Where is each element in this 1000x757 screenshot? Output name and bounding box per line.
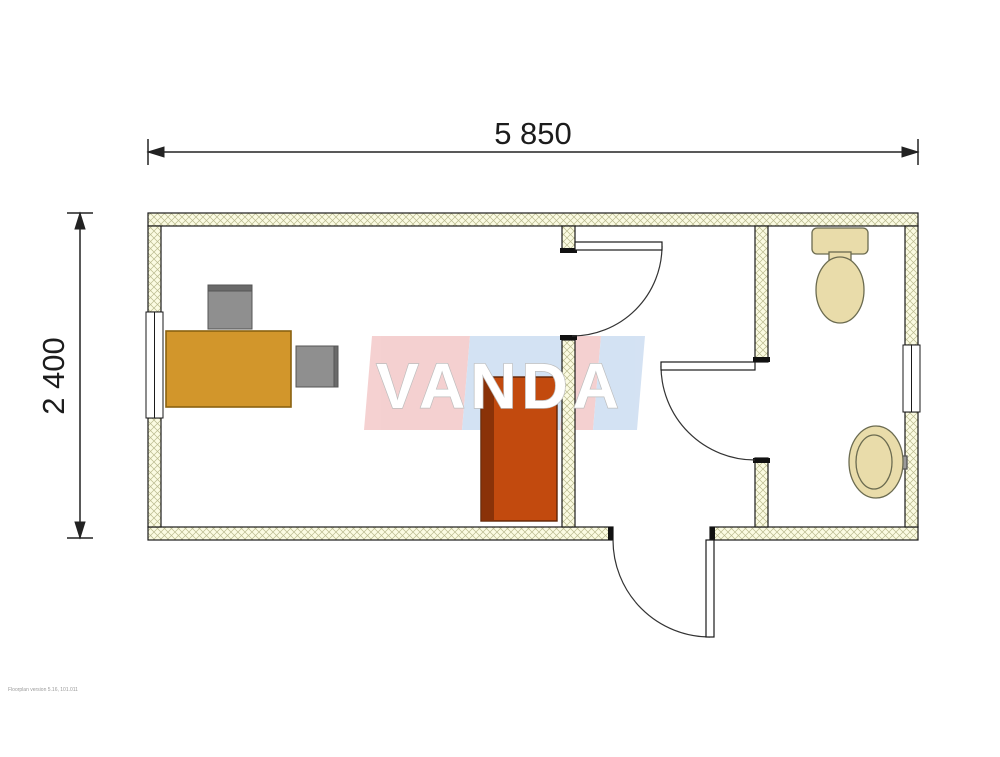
wall-left-upper [147, 225, 162, 313]
partition-bathroom-top [754, 225, 769, 363]
chair-side-seat [295, 345, 335, 388]
entry-door-jamb-left [608, 527, 613, 540]
dimension-left-arrow-bottom [74, 521, 86, 540]
sink-basin [848, 425, 904, 499]
door-jambs [560, 248, 770, 540]
dimension-height-label: 2 400 [36, 337, 71, 415]
watermark-text: VANDA [376, 350, 624, 422]
doors [571, 241, 756, 638]
toilet-bowl [815, 256, 865, 324]
wall-right-upper [904, 225, 919, 346]
partition-bathroom-bottom [754, 457, 769, 528]
chair-top-seat [207, 290, 253, 330]
bathroom-door-leaf [660, 361, 756, 371]
entry-door-jamb-right [710, 527, 715, 540]
windows [145, 311, 921, 419]
wall-bottom-right [709, 526, 919, 541]
dimension-top-arrow-left [146, 146, 165, 158]
office-door-leaf [574, 241, 663, 251]
watermark-block-blue-2 [593, 336, 645, 430]
desk [165, 330, 292, 408]
bathroom-door-jamb-top [753, 357, 770, 362]
toilet-tank [811, 227, 869, 255]
entry-door-leaf [705, 539, 715, 638]
wall-top [147, 212, 919, 227]
sink-basin-inner [855, 434, 893, 490]
bathroom-door-jamb-bottom [753, 458, 770, 463]
cabinet-shading [482, 378, 494, 520]
dimension-top [146, 139, 920, 165]
footer-version-note: Floorplan version 5.16, 101.011 [8, 687, 78, 693]
entry-door-swing-arc [612, 539, 711, 638]
outer-walls [147, 212, 919, 541]
office-furniture [165, 284, 558, 522]
wall-left-lower [147, 417, 162, 528]
dimension-width-label: 5 850 [494, 116, 572, 151]
bathroom-fixtures [811, 227, 908, 499]
bathroom-door-swing-arc [660, 365, 756, 461]
watermark-block-red-1 [364, 336, 470, 430]
wall-bottom-left [147, 526, 614, 541]
office-door-swing-arc [571, 245, 663, 337]
office-door-jamb-bottom [560, 335, 577, 340]
office-door-jamb-top [560, 248, 577, 253]
dimension-left-arrow-top [74, 211, 86, 230]
dimension-left [67, 211, 93, 540]
dimension-top-arrow-right [901, 146, 920, 158]
